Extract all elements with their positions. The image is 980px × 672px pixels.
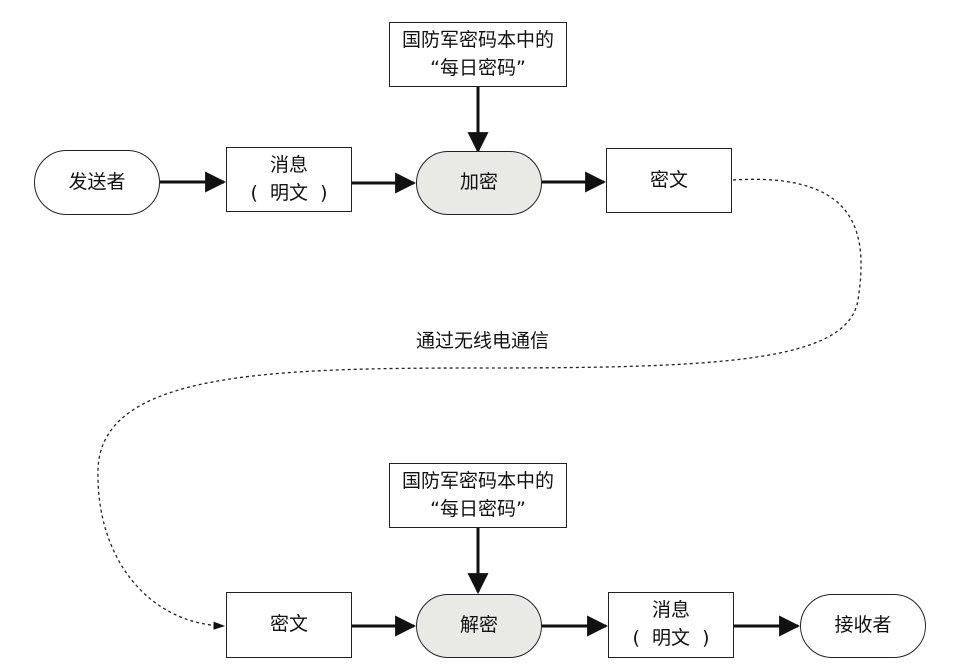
plaintext-label: ( 明文 )	[632, 627, 710, 649]
ciphertext-label: 密文	[649, 168, 688, 191]
ciphertext-node-bottom: 密文	[226, 592, 352, 658]
radio-channel-path	[97, 178, 862, 630]
radio-channel-label: 通过无线电通信	[416, 330, 550, 352]
key-source-label: 国防军密码本中的	[401, 28, 554, 51]
decrypt-node: 解密	[416, 594, 542, 658]
sender-node: 发送者	[34, 150, 160, 215]
message-label: 消息	[651, 599, 690, 622]
sender-label: 发送者	[68, 170, 126, 193]
ciphertext-label: 密文	[269, 613, 308, 636]
plaintext-label: ( 明文 )	[250, 181, 328, 204]
decrypt-label: 解密	[459, 614, 498, 637]
message-plaintext-node-bottom: 消息 ( 明文 )	[608, 592, 734, 658]
receiver-node: 接收者	[800, 594, 926, 658]
daily-key-node-bottom: 国防军密码本中的 “每日密码”	[389, 463, 567, 528]
message-plaintext-node-top: 消息 ( 明文 )	[226, 147, 352, 212]
daily-key-label: “每日密码”	[430, 56, 526, 79]
message-label: 消息	[269, 153, 308, 176]
key-source-label: 国防军密码本中的	[401, 469, 554, 492]
encrypt-node: 加密	[416, 151, 542, 215]
encrypt-label: 加密	[459, 171, 498, 194]
daily-key-node-top: 国防军密码本中的 “每日密码”	[389, 22, 567, 87]
daily-key-label: “每日密码”	[430, 497, 526, 520]
ciphertext-node-top: 密文	[606, 148, 732, 213]
receiver-label: 接收者	[834, 614, 892, 637]
